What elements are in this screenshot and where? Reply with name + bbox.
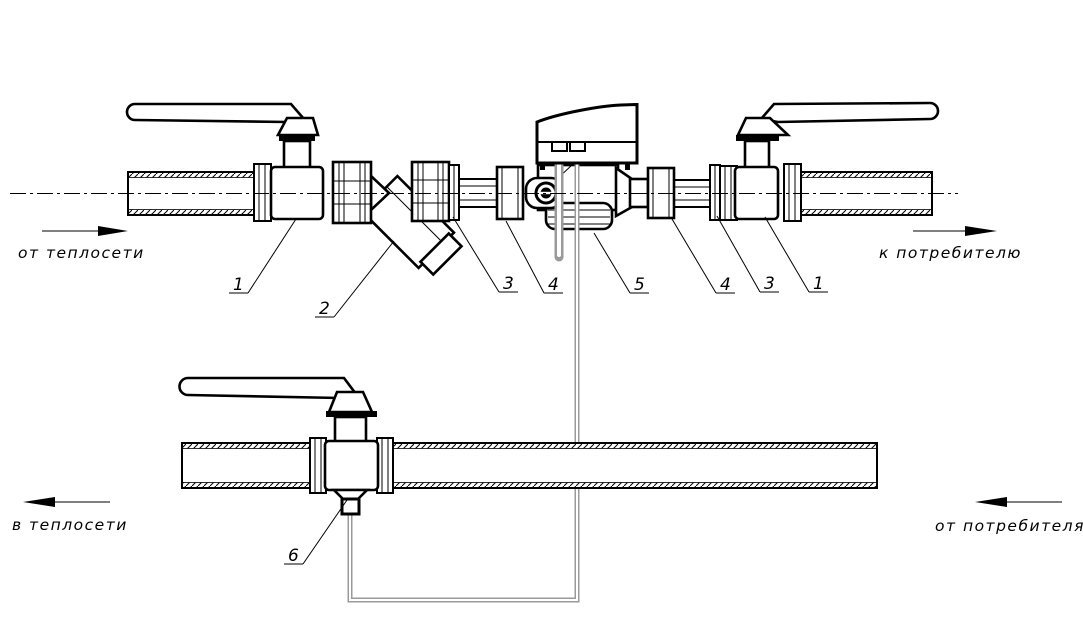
ball-valve-supply-right bbox=[733, 101, 940, 222]
flow-label-supply-in: от теплосети bbox=[18, 244, 145, 262]
callout-number: 6 bbox=[288, 546, 299, 566]
callout-number: 2 bbox=[319, 299, 330, 319]
return-pipe-left bbox=[181, 442, 312, 489]
callout-heat-meter: 5 bbox=[593, 232, 649, 295]
strainer-inlet-hex bbox=[331, 160, 373, 225]
callout-number: 1 bbox=[813, 274, 824, 294]
valve-stem-nut bbox=[279, 135, 315, 141]
return-sensor-cable bbox=[347, 151, 580, 603]
valve-handle bbox=[125, 102, 307, 124]
display-foot bbox=[625, 162, 630, 170]
y-strainer bbox=[331, 160, 464, 277]
valve-union-ring bbox=[309, 437, 327, 494]
flow-label-return-out: в теплосети bbox=[12, 516, 128, 534]
arrow-right-icon bbox=[965, 226, 997, 236]
valve-bonnet bbox=[275, 116, 320, 137]
valve-body bbox=[323, 439, 380, 492]
meter-display-unit bbox=[535, 102, 639, 170]
strainer-cap bbox=[418, 231, 464, 277]
threaded-nipple-right bbox=[674, 179, 710, 208]
return-pipe-right bbox=[391, 442, 878, 489]
return-temp-sensor bbox=[340, 497, 361, 516]
callout-union-left: 3 bbox=[452, 216, 518, 294]
valve-neck bbox=[282, 139, 312, 170]
arrow-right-icon bbox=[98, 226, 128, 236]
valve-handle bbox=[178, 376, 359, 400]
flow-return-out: в теплосети bbox=[12, 497, 128, 534]
callout-number: 1 bbox=[233, 275, 244, 295]
callout-union-right: 3 bbox=[716, 215, 779, 294]
valve-union-ring bbox=[253, 163, 272, 222]
cable-gland bbox=[569, 141, 586, 152]
callout-number: 4 bbox=[548, 275, 559, 295]
valve-neck bbox=[743, 139, 771, 170]
arrow-left-icon bbox=[23, 497, 55, 507]
flow-label-return-in: от потребителя bbox=[935, 517, 1083, 535]
ball-valve-supply-left bbox=[125, 102, 325, 222]
strainer-outlet-hex bbox=[410, 160, 451, 223]
callout-nut-left: 4 bbox=[505, 220, 563, 295]
threaded-nipple-left bbox=[459, 178, 497, 208]
callout-nut-right: 4 bbox=[671, 218, 735, 295]
callout-return-sensor: 6 bbox=[284, 499, 348, 566]
valve-body bbox=[269, 165, 325, 221]
return-temp-sensor-valve bbox=[178, 376, 394, 516]
cable-gland bbox=[551, 141, 568, 152]
flow-supply-in: от теплосети bbox=[18, 226, 145, 262]
display-foot bbox=[540, 162, 545, 170]
valve-union-ring bbox=[376, 437, 394, 494]
valve-stem-nut bbox=[326, 411, 377, 417]
valve-neck bbox=[333, 415, 368, 444]
union-connector-right bbox=[709, 164, 738, 221]
callout-ball-valve-right: 1 bbox=[764, 216, 828, 294]
arrow-left-icon bbox=[975, 497, 1007, 507]
union-connector-left bbox=[448, 164, 460, 221]
flow-label-supply-out: к потребителю bbox=[879, 244, 1022, 262]
callout-number: 4 bbox=[720, 275, 731, 295]
callout-number: 5 bbox=[634, 275, 645, 295]
flow-supply-out: к потребителю bbox=[879, 226, 1022, 262]
valve-stem-nut bbox=[736, 135, 779, 141]
callout-number: 3 bbox=[503, 274, 514, 294]
flow-return-in: от потребителя bbox=[935, 497, 1083, 535]
valve-bonnet bbox=[735, 116, 792, 137]
callout-number: 3 bbox=[764, 274, 775, 294]
valve-handle bbox=[758, 101, 940, 124]
valve-bonnet bbox=[327, 390, 375, 414]
valve-union-ring bbox=[783, 163, 802, 222]
callout-strainer: 2 bbox=[315, 240, 395, 319]
callout-ball-valve-left: 1 bbox=[229, 218, 297, 295]
